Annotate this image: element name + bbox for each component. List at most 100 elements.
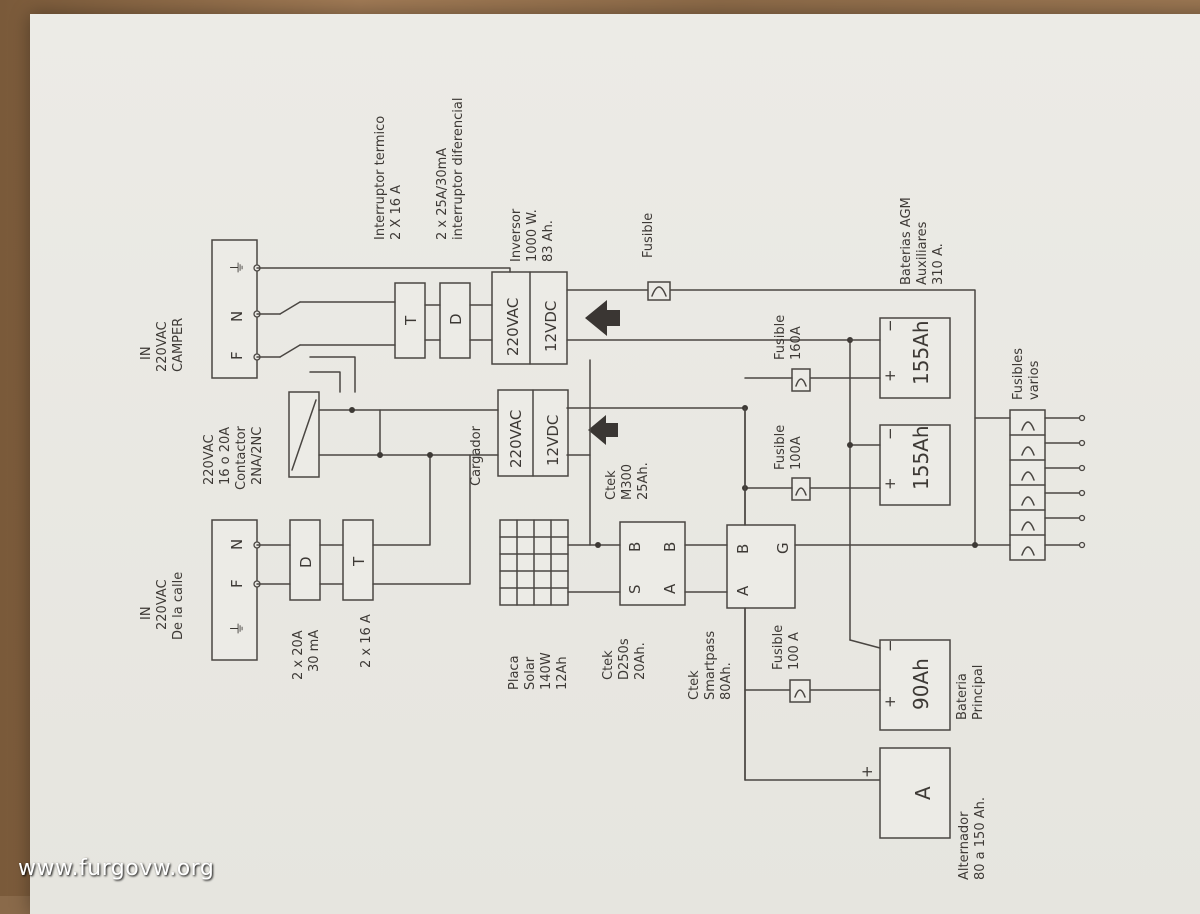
svg-text:D: D — [297, 556, 315, 568]
svg-text:+: + — [881, 695, 899, 708]
svg-text:A: A — [911, 786, 935, 800]
svg-text:Principal: Principal — [971, 665, 986, 720]
solar-panel — [499, 519, 569, 606]
svg-text:interruptor diferencial: interruptor diferencial — [451, 98, 466, 241]
svg-text:155Ah: 155Ah — [909, 320, 933, 385]
svg-text:+: + — [881, 477, 899, 490]
svg-text:F: F — [228, 579, 246, 588]
svg-text:A: A — [661, 583, 679, 594]
svg-text:+: + — [881, 369, 899, 382]
svg-text:IN: IN — [139, 346, 154, 360]
breaker-calle: T — [342, 519, 374, 601]
svg-text:Fusible: Fusible — [641, 213, 656, 258]
svg-text:D250s: D250s — [617, 638, 632, 680]
svg-text:220VAC: 220VAC — [155, 321, 170, 372]
fuse-100a-aux — [791, 477, 811, 501]
svg-text:S: S — [626, 584, 644, 594]
fuse-inverter — [647, 281, 671, 301]
in-camper-socket: F N ⏚ — [211, 239, 261, 379]
svg-text:−: − — [881, 639, 899, 652]
svg-text:CAMPER: CAMPER — [171, 318, 186, 372]
svg-text:2 x 16 A: 2 x 16 A — [359, 614, 374, 668]
svg-text:B: B — [626, 542, 644, 552]
svg-text:80Ah.: 80Ah. — [719, 662, 734, 700]
svg-text:Ctek: Ctek — [604, 470, 619, 500]
svg-text:12VDC: 12VDC — [542, 301, 560, 352]
battery-aux-2: 155Ah − + — [879, 424, 951, 506]
svg-text:30 mA: 30 mA — [307, 630, 322, 672]
svg-text:T: T — [350, 556, 368, 567]
svg-text:varios: varios — [1027, 360, 1042, 400]
differential-calle: D — [289, 519, 321, 601]
ground-icon: ⏚ — [228, 621, 246, 636]
svg-text:Bateria: Bateria — [955, 673, 970, 720]
charger: 220VAC 12VDC — [497, 389, 569, 477]
svg-text:N: N — [228, 311, 246, 322]
watermark: www.furgovw.org — [18, 856, 215, 881]
svg-text:Smartpass: Smartpass — [703, 631, 718, 700]
svg-text:Baterias AGM: Baterias AGM — [899, 197, 914, 285]
arrow-inverter-icon — [585, 300, 620, 336]
svg-text:B: B — [661, 542, 679, 552]
svg-text:80 a 150 Ah.: 80 a 150 Ah. — [973, 797, 988, 880]
alternator: A + — [858, 747, 951, 839]
svg-text:220VAC: 220VAC — [202, 434, 217, 485]
svg-text:Contactor: Contactor — [234, 425, 249, 490]
svg-text:Fusible: Fusible — [771, 625, 786, 670]
svg-text:−: − — [881, 319, 899, 332]
svg-text:2 x 25A/30mA: 2 x 25A/30mA — [435, 148, 450, 240]
svg-text:Ctek: Ctek — [687, 670, 702, 700]
svg-text:Fusible: Fusible — [773, 315, 788, 360]
svg-text:25Ah.: 25Ah. — [636, 462, 651, 500]
svg-text:F: F — [228, 351, 246, 360]
svg-text:Fusibles: Fusibles — [1011, 348, 1026, 400]
svg-text:220VAC: 220VAC — [504, 298, 522, 356]
svg-text:T: T — [402, 315, 420, 326]
battery-aux-1: 155Ah − + — [879, 317, 951, 399]
inverter: 220VAC 12VDC — [491, 271, 568, 365]
svg-text:220VAC: 220VAC — [155, 579, 170, 630]
svg-text:100 A: 100 A — [787, 632, 802, 670]
svg-text:83 Ah.: 83 Ah. — [541, 220, 556, 262]
svg-text:Ctek: Ctek — [601, 650, 616, 680]
svg-text:Fusible: Fusible — [773, 425, 788, 470]
svg-text:155Ah: 155Ah — [909, 425, 933, 490]
svg-text:M300: M300 — [620, 464, 635, 500]
svg-text:De la calle: De la calle — [171, 572, 186, 640]
svg-text:2 X 16 A: 2 X 16 A — [389, 185, 404, 240]
paper-sheet — [30, 14, 1200, 914]
battery-main: 90Ah − + — [879, 639, 951, 731]
svg-text:+: + — [858, 765, 876, 778]
svg-text:Auxiliares: Auxiliares — [915, 221, 930, 285]
svg-text:310 A.: 310 A. — [931, 243, 946, 285]
arrow-charger-icon — [588, 415, 618, 445]
svg-text:1000 W.: 1000 W. — [525, 209, 540, 262]
in-calle-socket: ⏚ F N — [211, 519, 261, 661]
breaker-camper: T — [394, 282, 426, 359]
svg-text:160A: 160A — [789, 326, 804, 360]
svg-text:−: − — [881, 427, 899, 440]
svg-text:N: N — [228, 539, 246, 550]
svg-text:Inversor: Inversor — [509, 208, 524, 262]
svg-text:220VAC: 220VAC — [507, 410, 525, 468]
svg-text:D: D — [447, 313, 465, 325]
contactor — [288, 391, 320, 478]
svg-text:12VDC: 12VDC — [544, 415, 562, 466]
svg-text:140W: 140W — [539, 652, 554, 690]
switch-contacts — [279, 301, 301, 358]
svg-text:16 o 20A: 16 o 20A — [218, 427, 233, 485]
svg-text:2 x 20A: 2 x 20A — [291, 630, 306, 680]
ground-icon: ⏚ — [228, 260, 246, 275]
svg-text:90Ah: 90Ah — [909, 658, 933, 710]
svg-text:100A: 100A — [789, 436, 804, 470]
svg-text:12Ah: 12Ah — [555, 656, 570, 690]
svg-text:IN: IN — [139, 606, 154, 620]
svg-text:Solar: Solar — [523, 656, 538, 690]
ctek-d250s: S A B B — [619, 521, 686, 606]
svg-text:20Ah.: 20Ah. — [633, 642, 648, 680]
svg-text:B: B — [734, 544, 752, 554]
svg-text:A: A — [734, 585, 752, 596]
differential-camper: D — [439, 282, 471, 359]
svg-text:G: G — [774, 542, 792, 554]
